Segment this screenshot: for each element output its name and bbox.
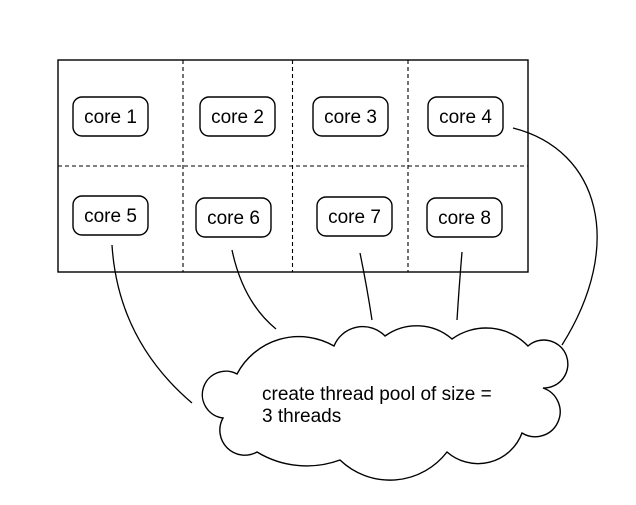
core-3-rect — [312, 96, 389, 137]
connector-core5-cloud — [111, 244, 193, 404]
core-8-label: core 8 — [438, 208, 491, 229]
connector-core4-cloud — [512, 127, 598, 346]
core-8-rect — [426, 197, 503, 238]
connector-core7-cloud — [359, 252, 373, 321]
core-2-rect — [199, 96, 276, 137]
core-5-rect — [72, 195, 149, 236]
core-5-label: core 5 — [84, 206, 137, 227]
cloud-text-line2: 3 threads — [262, 406, 341, 427]
core-box-1: core 1 — [72, 96, 149, 137]
core-box-3: core 3 — [312, 96, 389, 137]
core-box-4: core 4 — [427, 96, 504, 137]
core-7-rect — [316, 196, 393, 237]
cloud-outline — [201, 325, 569, 481]
connector-core8-cloud — [456, 251, 463, 321]
core-3-label: core 3 — [324, 107, 377, 128]
core-6-rect — [195, 197, 272, 238]
core-1-rect — [72, 96, 149, 137]
core-1-label: core 1 — [84, 107, 137, 128]
core-box-8: core 8 — [426, 197, 503, 238]
connector-core6-cloud — [231, 249, 277, 330]
thread-pool-cloud: create thread pool of size = 3 threads — [201, 325, 569, 481]
cloud-text-line1: create thread pool of size = — [262, 384, 492, 405]
core-box-5: core 5 — [72, 195, 149, 236]
core-7-label: core 7 — [328, 207, 381, 228]
core-box-2: core 2 — [199, 96, 276, 137]
core-4-rect — [427, 96, 504, 137]
core-box-6: core 6 — [195, 197, 272, 238]
core-4-label: core 4 — [439, 107, 492, 128]
core-6-label: core 6 — [207, 208, 260, 229]
core-box-7: core 7 — [316, 196, 393, 237]
core-2-label: core 2 — [211, 107, 264, 128]
